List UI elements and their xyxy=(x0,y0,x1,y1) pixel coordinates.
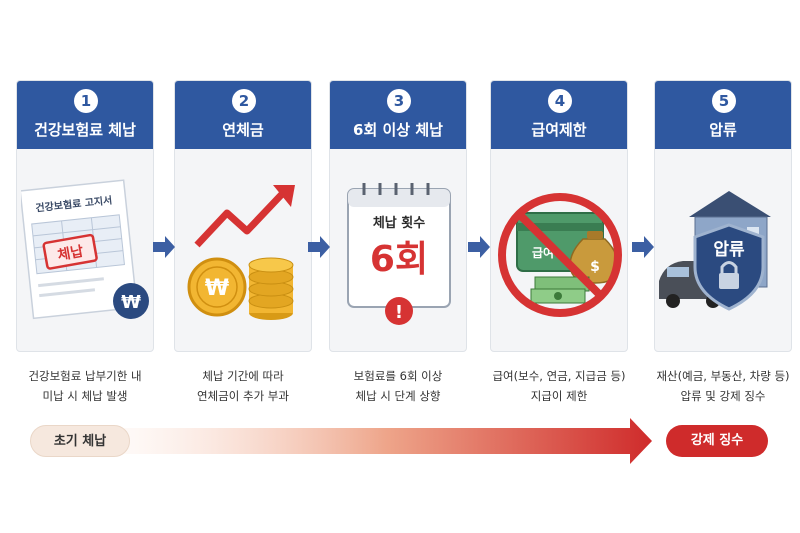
lock-icon xyxy=(719,261,739,289)
benefit-restriction-illustration: 급여 $ xyxy=(498,193,622,317)
card-body: 2 연체금 ₩ xyxy=(174,80,312,352)
overdue-stamp: 체납 xyxy=(56,243,84,264)
card-body: 3 6회 이상 체납 체납 횟수 6회 ! xyxy=(329,80,467,352)
step-description: 보험료를 6회 이상 체납 시 단계 상향 xyxy=(353,369,443,403)
arrow-right-icon xyxy=(308,236,330,258)
step-number: 5 xyxy=(712,89,736,113)
card-header: 3 6회 이상 체납 xyxy=(330,81,466,149)
seizure-illustration: 압류 xyxy=(659,191,771,311)
card-header: 4 급여제한 xyxy=(491,81,627,149)
step-number: 3 xyxy=(387,89,411,113)
step-title: 건강보험료 체납 xyxy=(34,121,136,139)
won-icon: ₩ xyxy=(121,292,141,313)
step-number: 4 xyxy=(548,89,572,113)
step-description: 체납 기간에 따라 연체금이 추가 부과 xyxy=(197,369,289,403)
start-stage-label: 초기 체납 xyxy=(30,425,130,457)
step-description: 건강보험료 납부기한 내 미납 시 체납 발생 xyxy=(28,369,142,403)
trend-up-icon xyxy=(194,190,286,248)
coin-stack-icon xyxy=(248,257,294,320)
alert-symbol: ! xyxy=(395,302,403,323)
alert-icon xyxy=(385,297,413,325)
coins-illustration: ₩ xyxy=(187,185,295,320)
calendar-illustration: 체납 횟수 6회 ! xyxy=(347,183,451,325)
step-4-card: 4 급여제한 급여 $ 급여(보수, 연금, 지급금 등) 지급이 제한 xyxy=(490,80,628,403)
card-body: 1 건강보험료 체납 건강보험료 고지서 체납 ₩ xyxy=(16,80,154,352)
calendar-label: 체납 횟수 xyxy=(373,215,425,231)
card-body: 5 압류 압류 xyxy=(654,80,792,352)
step-3-card: 3 6회 이상 체납 체납 횟수 6회 ! 보험료를 6회 이상 체납 시 단계… xyxy=(329,80,467,403)
step-title: 급여제한 xyxy=(531,121,587,139)
step-title: 6회 이상 체납 xyxy=(353,121,443,139)
card-header: 2 연체금 xyxy=(175,81,311,149)
arrow-right-icon xyxy=(468,236,490,258)
card-header: 5 압류 xyxy=(655,81,791,149)
arrow-right-icon xyxy=(632,236,654,258)
arrow-right-icon xyxy=(153,236,175,258)
step-description: 급여(보수, 연금, 지급금 등) 지급이 제한 xyxy=(492,369,626,403)
won-symbol: ₩ xyxy=(205,276,229,301)
step-number: 1 xyxy=(74,89,98,113)
step-description: 재산(예금, 부동산, 차량 등) 압류 및 강제 징수 xyxy=(656,369,790,403)
step-5-card: 5 압류 압류 재산(예금, 부동산, 차량 등 xyxy=(654,80,792,403)
cash-stack-icon xyxy=(530,276,590,304)
end-stage-label: 강제 징수 xyxy=(666,425,768,457)
step-title: 연체금 xyxy=(222,121,264,139)
step-1-card: 1 건강보험료 체납 건강보험료 고지서 체납 ₩ xyxy=(16,80,154,403)
shield-label: 압류 xyxy=(713,239,745,260)
invoice-illustration: 건강보험료 고지서 체납 ₩ xyxy=(21,179,149,320)
step-number: 2 xyxy=(232,89,256,113)
step-title: 압류 xyxy=(709,121,737,139)
calendar-value: 6회 xyxy=(370,239,428,280)
step-2-card: 2 연체금 ₩ 체납 기간에 따라 연체금이 추가 부과 xyxy=(174,80,312,403)
dollar-symbol: $ xyxy=(590,259,600,275)
card-body: 4 급여제한 급여 $ xyxy=(490,80,628,352)
shield-icon xyxy=(693,223,765,311)
card-header: 1 건강보험료 체납 xyxy=(17,81,153,149)
prohibited-icon xyxy=(498,193,622,317)
